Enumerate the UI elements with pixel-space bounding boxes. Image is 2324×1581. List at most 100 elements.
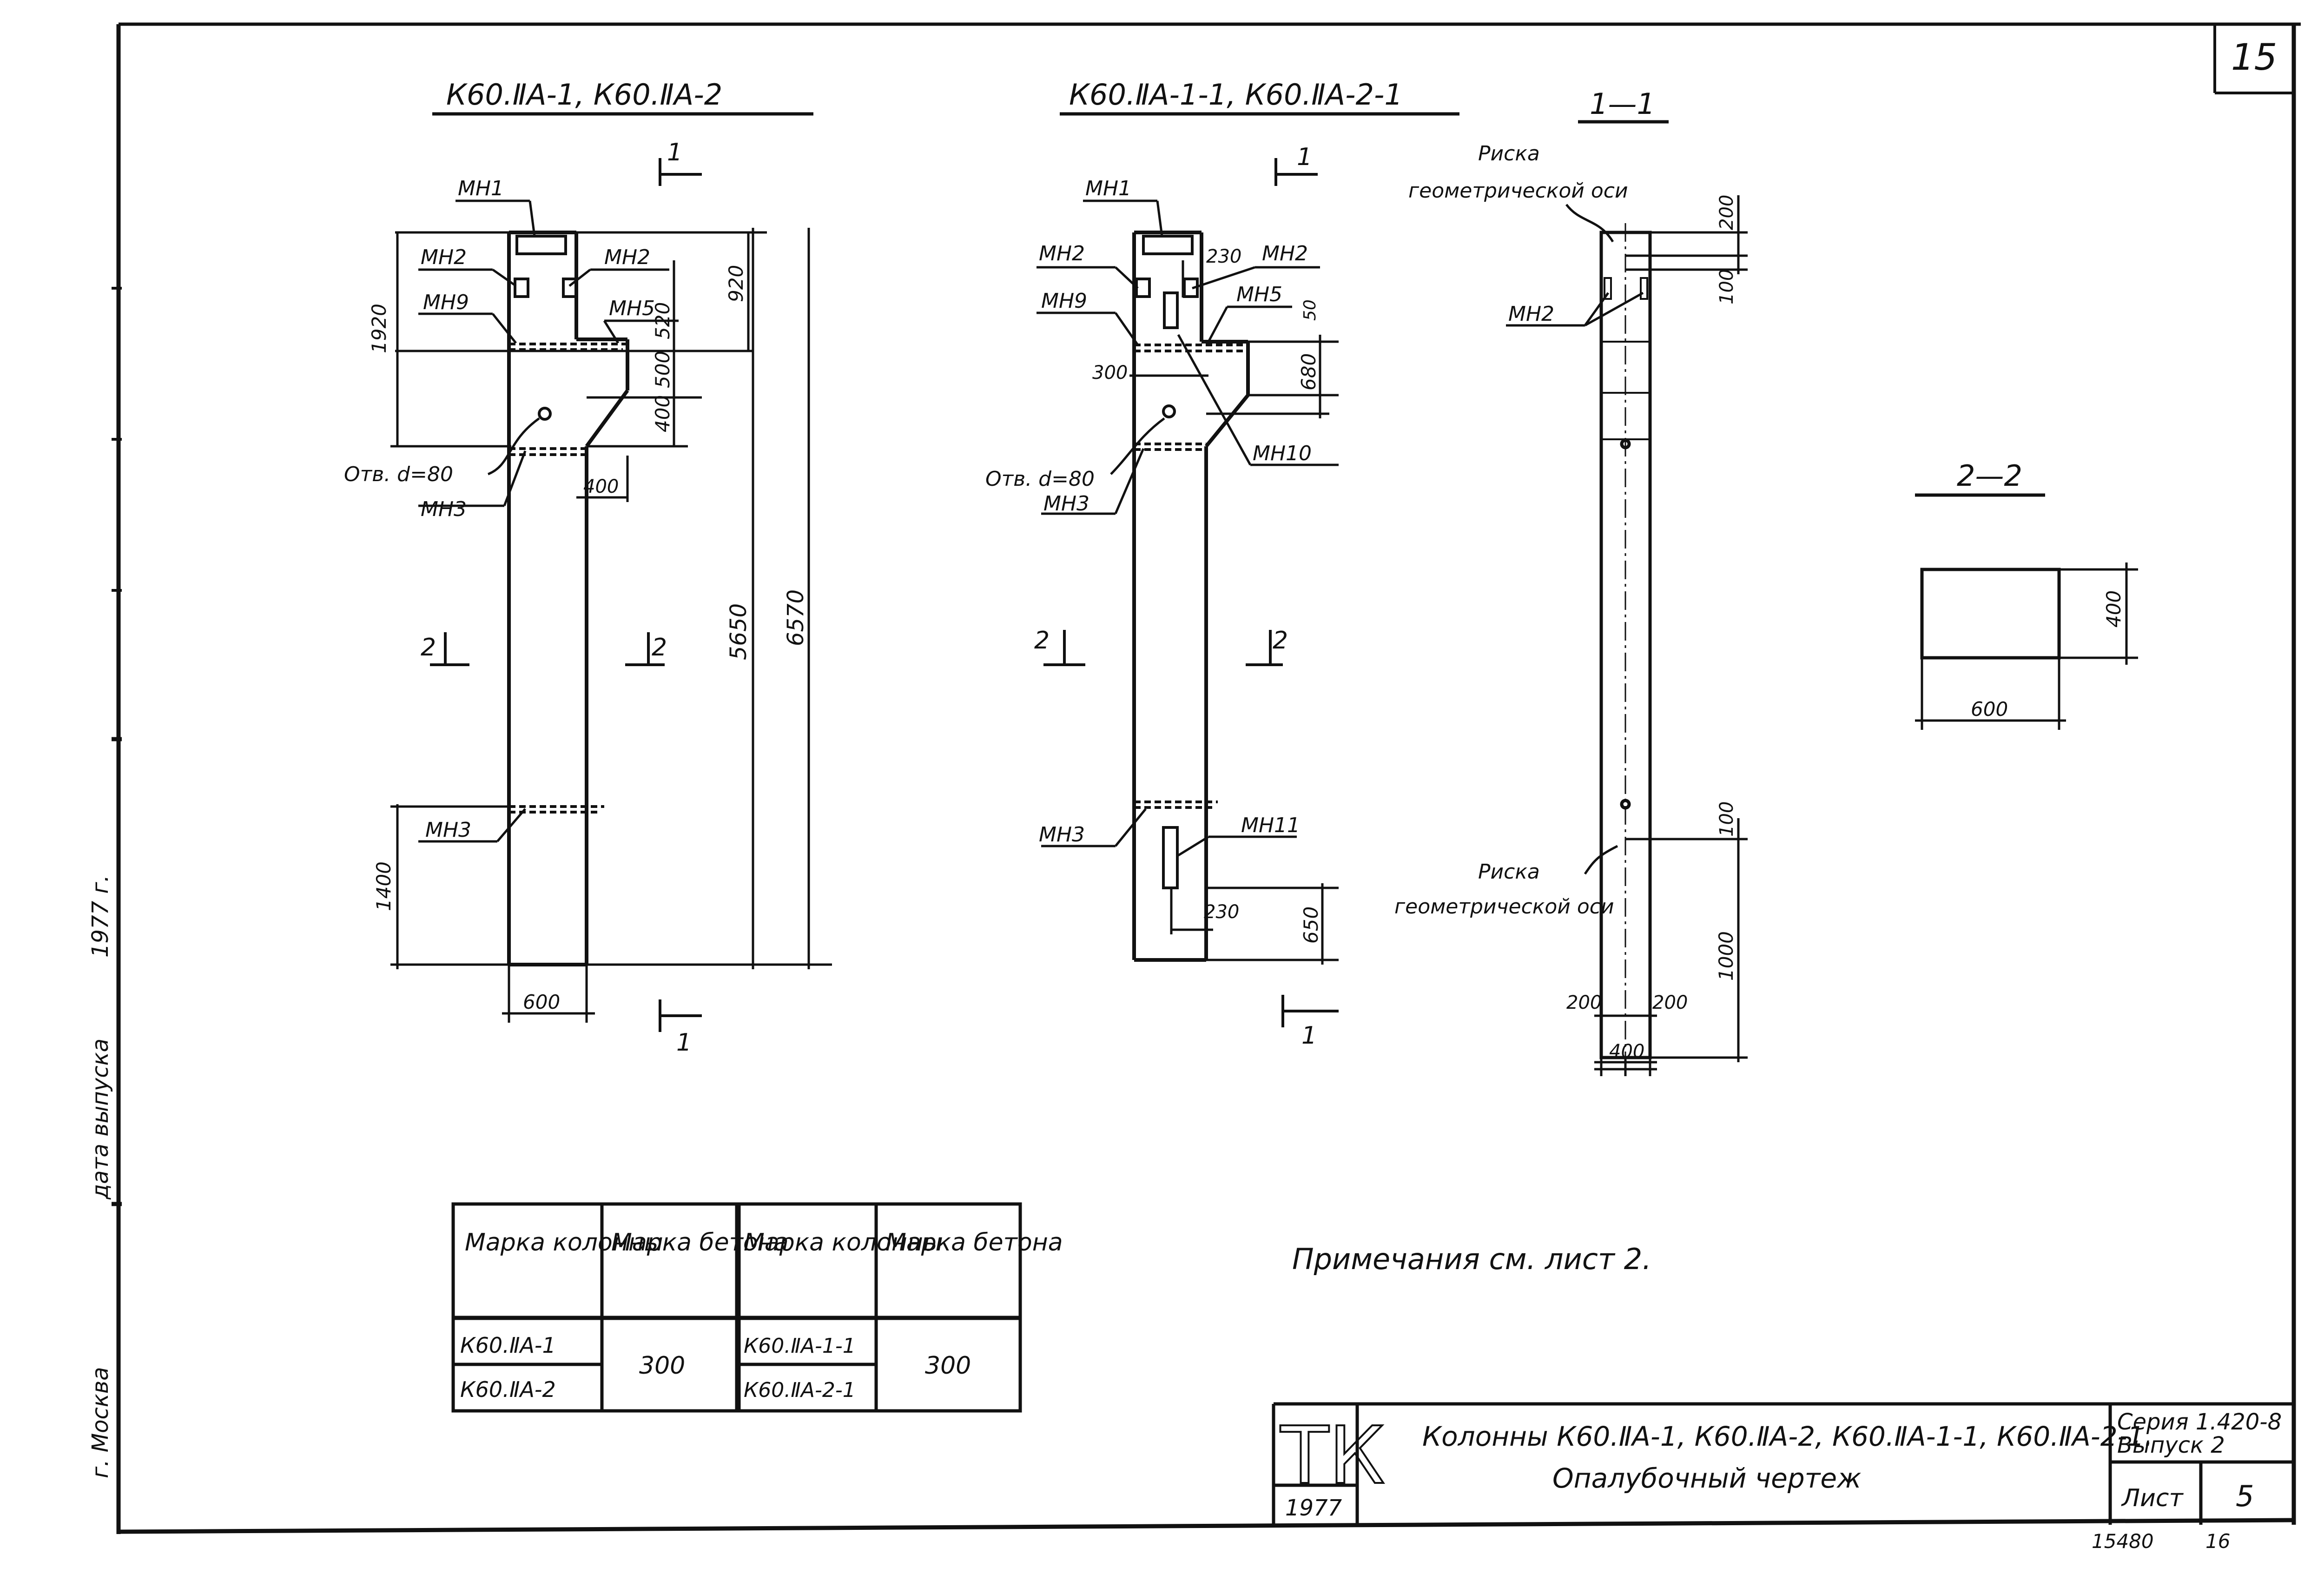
title-issue: Выпуск 2 — [2117, 1432, 2225, 1458]
label-mn3-top: МН3 — [421, 497, 467, 521]
dim-b-230-top: 230 — [1206, 246, 1241, 267]
view-b-title: К60.ⅡА-1-1, К60.ⅡА-2-1 — [1060, 78, 1459, 116]
title-series: Серия 1.420-8 — [2117, 1409, 2282, 1435]
dim-5650: 5650 — [726, 603, 752, 660]
cut-1-top-a: 1 — [667, 139, 682, 166]
section-1-1-title-text: 1—1 — [1590, 87, 1655, 121]
dim-600: 600 — [523, 991, 560, 1013]
label-b-mn9: МН9 — [1041, 289, 1087, 313]
title-block — [1272, 1402, 2294, 1525]
table-right-mark-2: К60.ⅡА-2-1 — [744, 1378, 856, 1402]
table-left-concrete: 300 — [639, 1352, 685, 1380]
label-hole: Отв. d=80 — [344, 463, 453, 486]
label-b-mn3-bottom: МН3 — [1039, 823, 1085, 847]
label-b-mn11: МН11 — [1241, 814, 1300, 837]
dim-s-100-bottom: 100 — [1716, 801, 1737, 837]
dim-s-100-top: 100 — [1716, 269, 1737, 304]
stamp-left: 15480 — [2092, 1530, 2154, 1553]
section-1-1-title: 1—1 — [1578, 87, 1669, 124]
table-header-col3: Марка колонны — [744, 1229, 942, 1257]
view-a-title-text: К60.ⅡА-1, К60.ⅡА-2 — [446, 78, 722, 112]
margin-date-label: дата выпуска — [87, 1039, 113, 1200]
column-b-outline — [1132, 231, 1250, 962]
cut-1-bottom-b: 1 — [1301, 1022, 1317, 1050]
dim-s-400: 400 — [1609, 1041, 1644, 1062]
label-mn2-right: МН2 — [604, 245, 650, 269]
view-b-dimension-lines — [1129, 260, 1339, 965]
notes-reference: Примечания см. лист 2. — [1292, 1242, 1651, 1276]
label-b-mn2-right: МН2 — [1262, 242, 1308, 265]
section-1-1-labels: Риска геометрической оси МН2 Риска геоме… — [1394, 142, 1628, 919]
table-left-mark-1: К60.ⅡА-1 — [460, 1333, 556, 1358]
label-mn2-left: МН2 — [421, 245, 467, 269]
dim-s-1000: 1000 — [1715, 931, 1737, 981]
view-b-leaders — [1037, 199, 1339, 857]
view-b-title-text: К60.ⅡА-1-1, К60.ⅡА-2-1 — [1069, 78, 1403, 112]
dim-1920: 1920 — [368, 304, 390, 353]
dim-s-200-left: 200 — [1566, 992, 1602, 1013]
table-header-col1: Марка колонны — [465, 1229, 663, 1257]
view-b-labels: МН1 МН2 МН2 МН9 МН5 МН10 Отв. d=80 МН3 М… — [985, 177, 1312, 847]
section-1-1-dimension-lines — [1594, 195, 1748, 1076]
concrete-grade-table — [451, 1202, 1022, 1413]
dim-6570: 6570 — [783, 589, 809, 646]
section-2-2-outline — [1915, 562, 2138, 730]
dim-520: 520 — [651, 302, 674, 339]
label-b-mn3-top: МН3 — [1043, 492, 1089, 516]
cut-2-left-a: 2 — [421, 634, 436, 662]
view-a-cut-marks — [430, 158, 702, 1032]
dim-2-2-600: 600 — [1971, 698, 2008, 721]
label-risk-bottom: Риска — [1478, 860, 1540, 884]
label-b-mn5: МН5 — [1236, 283, 1282, 306]
margin-city: г. Москва — [87, 1367, 113, 1478]
dim-400-v: 400 — [651, 395, 674, 432]
cut-2-right-b: 2 — [1273, 627, 1288, 655]
label-mn9: МН9 — [423, 291, 469, 314]
table-header-col2: Марка бетона — [611, 1229, 789, 1257]
label-mn1: МН1 — [458, 177, 504, 200]
section-1-1-outline — [1599, 223, 1652, 1069]
view-a-leaders — [418, 199, 679, 843]
title-sheet-label: Лист — [2121, 1484, 2184, 1512]
label-b-mn10: МН10 — [1253, 442, 1312, 465]
label-b-hole: Отв. d=80 — [985, 467, 1095, 491]
dim-s-200-top: 200 — [1716, 195, 1737, 230]
cut-1-top-b: 1 — [1297, 143, 1312, 171]
label-b-mn1: МН1 — [1085, 177, 1131, 200]
cut-2-right-a: 2 — [652, 634, 667, 662]
dim-b-680: 680 — [1297, 353, 1320, 390]
margin-notes: дата выпуска 1977 г. г. Москва — [87, 875, 113, 1478]
title-line-2: Опалубочный чертеж — [1552, 1462, 1861, 1494]
logo-tk: ТК — [1280, 1410, 1385, 1502]
label-s-mn2: МН2 — [1508, 302, 1554, 326]
dim-b-50: 50 — [1301, 299, 1320, 321]
table-header-col4: Марка бетона — [885, 1229, 1063, 1257]
view-a-dimensions: 1920 920 520 500 400 400 5650 6570 1400 … — [368, 265, 809, 1013]
view-b-dimensions: 230 50 300 680 230 650 — [1092, 246, 1322, 944]
margin-date-value: 1977 г. — [87, 875, 113, 958]
title-year: 1977 — [1285, 1495, 1342, 1521]
table-right-concrete: 300 — [925, 1352, 971, 1380]
view-a-labels: МН1 МН2 МН2 МН9 МН5 Отв. d=80 МН3 МН3 — [344, 177, 655, 842]
dim-b-650: 650 — [1300, 906, 1322, 944]
dim-1400: 1400 — [372, 861, 395, 911]
table-right-mark-1: К60.ⅡА-1-1 — [744, 1334, 856, 1358]
section-1-1-leaders — [1506, 204, 1644, 875]
label-mn3-bottom: МН3 — [425, 818, 471, 842]
column-a-embedded-parts — [509, 235, 627, 814]
view-b-cut-marks — [1043, 158, 1339, 1027]
dim-s-200-right: 200 — [1652, 992, 1688, 1013]
section-1-1-dimensions: 200 100 100 1000 200 200 400 — [1566, 195, 1737, 1062]
column-b-embedded-parts — [1134, 235, 1248, 889]
sheet-number: 15 — [2231, 37, 2277, 79]
label-b-mn2-left: МН2 — [1039, 242, 1085, 265]
table-text: Марка колонны Марка бетона Марка колонны… — [460, 1229, 1063, 1402]
section-2-2-title-text: 2—2 — [1957, 459, 2022, 493]
view-a-dimension-lines — [390, 228, 832, 1023]
stamp-right: 16 — [2205, 1530, 2230, 1553]
view-a-title: К60.ⅡА-1, К60.ⅡА-2 — [432, 78, 813, 116]
dim-b-230-bottom: 230 — [1204, 901, 1239, 923]
table-left-mark-2: К60.ⅡА-2 — [460, 1377, 556, 1402]
label-axis-top: геометрической оси — [1408, 179, 1628, 203]
